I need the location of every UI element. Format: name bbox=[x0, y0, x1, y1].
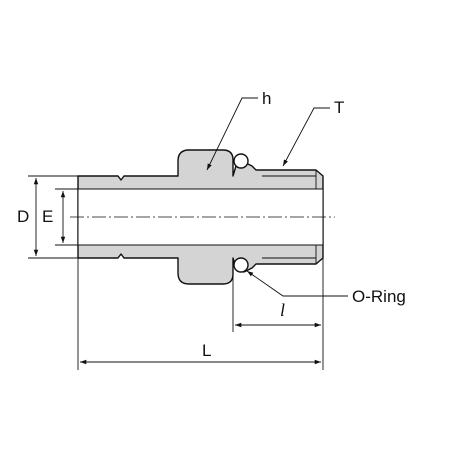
label-l-small: l bbox=[280, 300, 285, 320]
label-t: T bbox=[334, 98, 344, 117]
o-ring-top bbox=[233, 153, 249, 169]
leader-o-ring bbox=[246, 270, 348, 297]
leader-t bbox=[282, 107, 330, 167]
label-d: D bbox=[17, 207, 29, 226]
o-ring-bottom bbox=[233, 257, 249, 273]
label-l-big: L bbox=[202, 341, 211, 360]
label-e: E bbox=[42, 207, 53, 226]
label-h: h bbox=[262, 89, 271, 108]
label-o-ring: O-Ring bbox=[352, 287, 406, 306]
leader-h bbox=[206, 97, 258, 171]
